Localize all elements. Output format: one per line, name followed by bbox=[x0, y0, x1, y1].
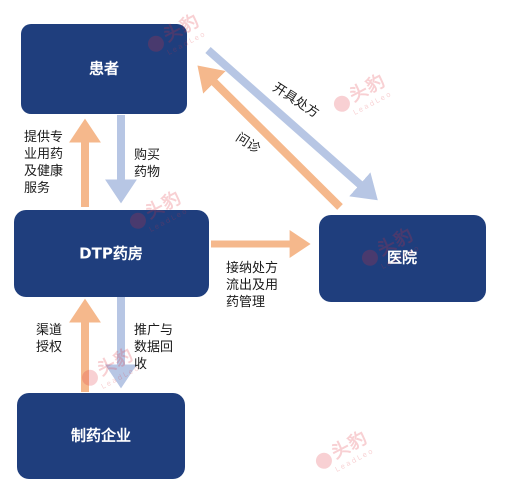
node-dtp-pharmacy-label: DTP药房 bbox=[79, 245, 143, 263]
node-patient-box bbox=[21, 24, 187, 114]
label-pharmacy-to-pharma: 推广与 数据回 收 bbox=[134, 323, 174, 372]
node-hospital-box bbox=[319, 215, 486, 302]
node-hospital-label: 医院 bbox=[387, 249, 417, 267]
node-pharma-box bbox=[17, 393, 185, 479]
label-patient-to-pharmacy: 购买 药物 bbox=[134, 148, 161, 180]
label-pharmacy-to-patient: 提供专 业用药 及健康 服务 bbox=[24, 130, 64, 196]
arrow-patient-to-hospital bbox=[205, 47, 378, 201]
label-pharmacy-to-hospital: 接纳处方 流出及用 药管理 bbox=[226, 261, 279, 310]
arrow-hospital-to-patient bbox=[197, 65, 343, 210]
node-pharma-label: 制药企业 bbox=[71, 427, 131, 445]
node-dtp-pharmacy-box bbox=[14, 210, 209, 297]
label-pharma-to-pharmacy: 渠道 授权 bbox=[36, 323, 63, 355]
node-patient-label: 患者 bbox=[89, 60, 119, 78]
